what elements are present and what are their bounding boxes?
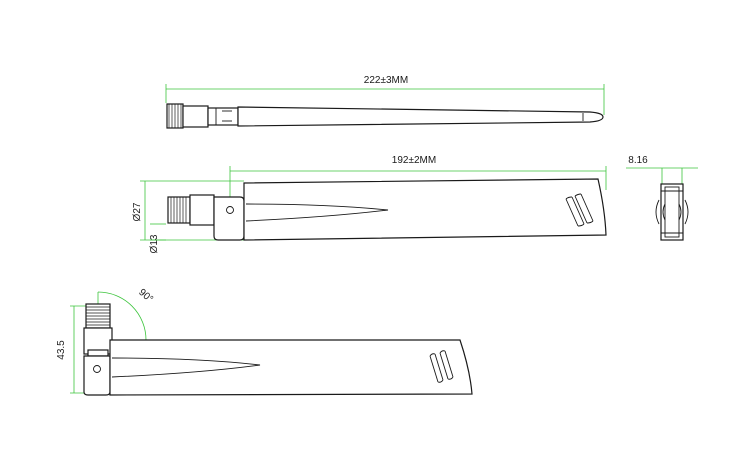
height-bent-label: 43.5 <box>56 340 67 360</box>
blade-length-label: 192±2MM <box>392 155 436 166</box>
connector-threads-bent <box>86 306 110 326</box>
bend-angle-label: 90° <box>136 287 155 305</box>
end-view: 8.16 <box>626 155 698 241</box>
connector-threads-side <box>170 197 187 223</box>
connector-threads-top <box>168 104 182 128</box>
grip-slots-bent <box>429 350 454 383</box>
overall-length-label: 222±3MM <box>364 75 408 86</box>
thickness-label: 8.16 <box>628 155 648 166</box>
diameter-small-label: Ø13 <box>149 234 160 253</box>
bent-view: 43.5 90° <box>56 287 473 396</box>
side-view: 192±2MM Ø27 Ø13 <box>132 155 607 253</box>
top-view: 222±3MM <box>165 75 605 129</box>
diameter-large-label: Ø27 <box>132 202 143 221</box>
grip-slots-side <box>565 193 594 227</box>
